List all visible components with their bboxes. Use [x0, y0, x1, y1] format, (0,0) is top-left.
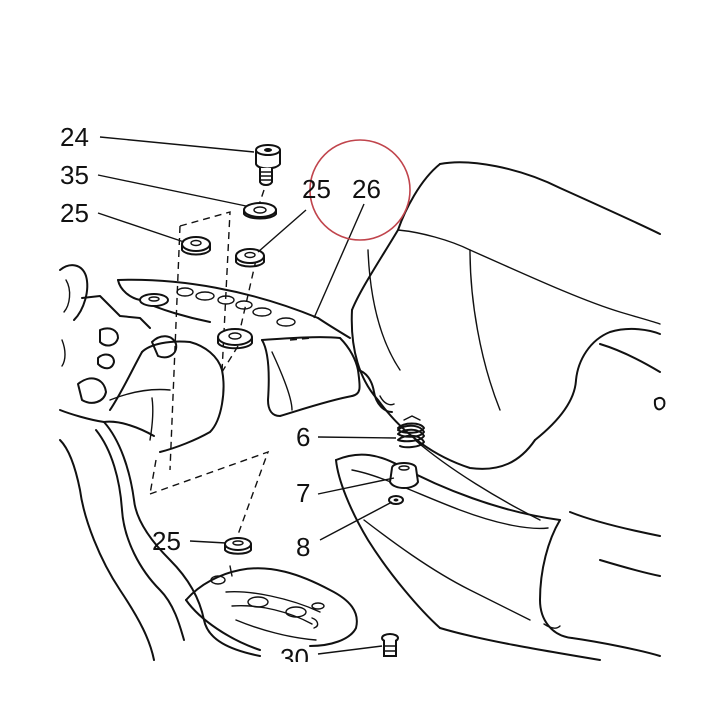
- bracket-bush: [139, 293, 169, 307]
- rear-frame: [335, 453, 661, 661]
- nut-8: [388, 495, 404, 505]
- callout-8: 8: [296, 532, 310, 562]
- spacer-25-left: [181, 236, 211, 256]
- washer-35: [243, 202, 277, 220]
- callout-6: 6: [296, 422, 310, 452]
- callout-25-left: 25: [60, 198, 89, 228]
- bush-7: [388, 462, 420, 489]
- callout-7: 7: [296, 478, 310, 508]
- bottom-crop: [0, 662, 720, 720]
- callout-30: 30: [280, 643, 309, 673]
- callout-25-lower: 25: [152, 526, 181, 556]
- bolt-24: [255, 144, 281, 186]
- callout-25-upper: 25: [302, 174, 331, 204]
- highlight-circle: [309, 139, 411, 241]
- spring-6: [397, 415, 425, 449]
- spacer-on-bracket: [217, 328, 253, 350]
- callout-26: 26: [352, 174, 381, 204]
- carrier-bracket: [109, 278, 395, 453]
- spacer-25-upper: [235, 248, 265, 268]
- lower-plate: [185, 565, 358, 651]
- leader-lines: [97, 136, 397, 655]
- spacer-25-lower: [224, 537, 252, 555]
- screw-30: [381, 633, 399, 657]
- body-panel: [59, 264, 261, 661]
- assembly-lines: [149, 189, 313, 541]
- callout-35: 35: [60, 160, 89, 190]
- callout-24: 24: [60, 122, 89, 152]
